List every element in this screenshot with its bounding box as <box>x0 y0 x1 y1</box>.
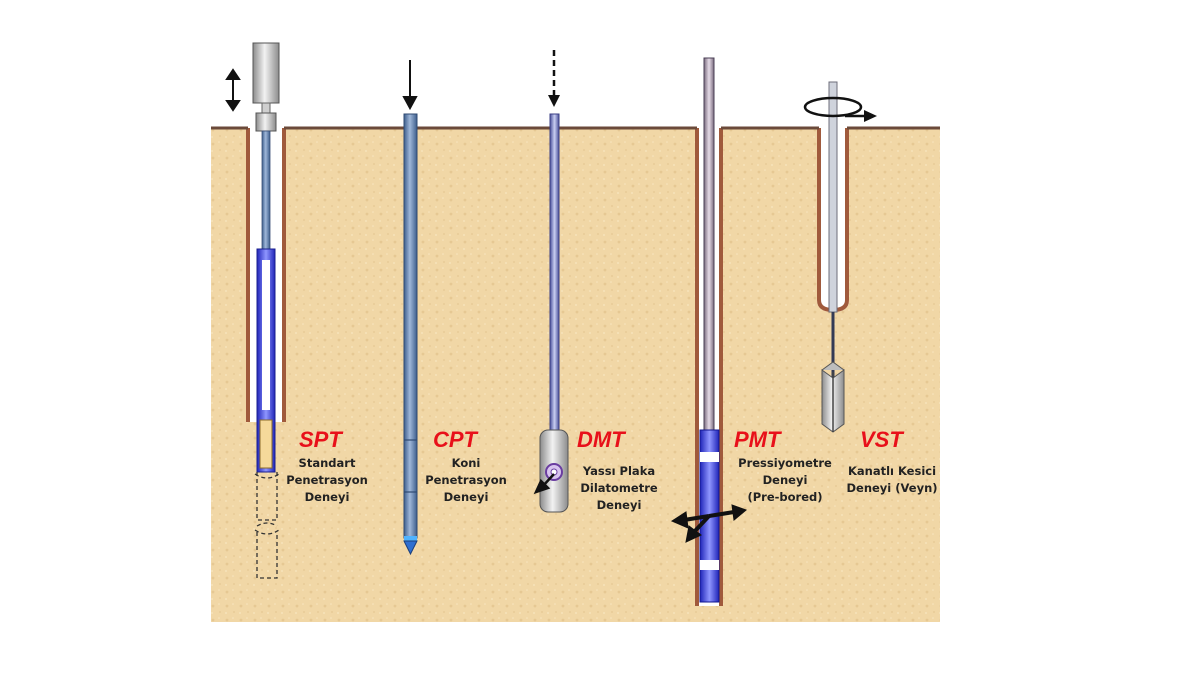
vst-desc-line-2: Deneyi (Veyn) <box>846 481 937 495</box>
label-dmt: DMT Yassı Plaka Dilatometre Deneyi <box>577 427 658 512</box>
dashed-down-arrow-icon <box>548 50 560 107</box>
cpt-abbr: CPT <box>433 427 479 452</box>
rotation-arrow-icon <box>803 96 877 122</box>
pmt-desc-line-3: (Pre-bored) <box>747 490 822 504</box>
spt-dashed-advance <box>256 472 278 579</box>
spt-hammer <box>252 42 280 104</box>
cpt-desc-line-2: Penetrasyon <box>425 473 507 487</box>
vst-apparatus <box>803 81 877 433</box>
dmt-rod <box>549 113 560 433</box>
membrane-arrow-icon <box>533 473 555 495</box>
spt-apparatus <box>225 42 280 579</box>
pmt-desc-line-1: Pressiyometre <box>738 456 832 470</box>
spt-desc-line-3: Deneyi <box>305 490 350 504</box>
vst-vane <box>821 361 845 433</box>
pmt-desc-line-2: Deneyi <box>763 473 808 487</box>
spt-desc-line-2: Penetrasyon <box>286 473 368 487</box>
dmt-desc-line-3: Deneyi <box>597 498 642 512</box>
label-vst: VST Kanatlı Kesici Deneyi (Veyn) <box>846 427 937 495</box>
pmt-rod <box>703 57 715 433</box>
expansion-arrows-icon <box>670 504 747 543</box>
label-spt: SPT Standart Penetrasyon Deneyi <box>286 427 368 504</box>
dmt-desc-line-2: Dilatometre <box>580 481 658 495</box>
spt-desc-line-1: Standart <box>299 456 356 470</box>
spt-rod <box>261 130 271 250</box>
vst-desc-line-1: Kanatlı Kesici <box>848 464 936 478</box>
cpt-cone-tip <box>403 540 418 556</box>
spt-anvil <box>255 112 277 132</box>
dmt-abbr: DMT <box>577 427 626 452</box>
vst-abbr: VST <box>860 427 904 452</box>
spt-abbr: SPT <box>299 427 343 452</box>
label-cpt: CPT Koni Penetrasyon Deneyi <box>425 427 507 504</box>
cpt-desc-line-1: Koni <box>452 456 481 470</box>
dmt-apparatus <box>533 50 569 513</box>
pmt-apparatus <box>670 57 747 603</box>
double-arrow-icon <box>225 68 241 112</box>
dmt-desc-line-1: Yassı Plaka <box>582 464 655 478</box>
cpt-desc-line-3: Deneyi <box>444 490 489 504</box>
cpt-rod <box>403 113 418 539</box>
down-arrow-icon <box>402 60 418 111</box>
pmt-abbr: PMT <box>734 427 782 452</box>
label-pmt: PMT Pressiyometre Deneyi (Pre-bored) <box>734 427 832 504</box>
cpt-apparatus <box>402 60 418 556</box>
